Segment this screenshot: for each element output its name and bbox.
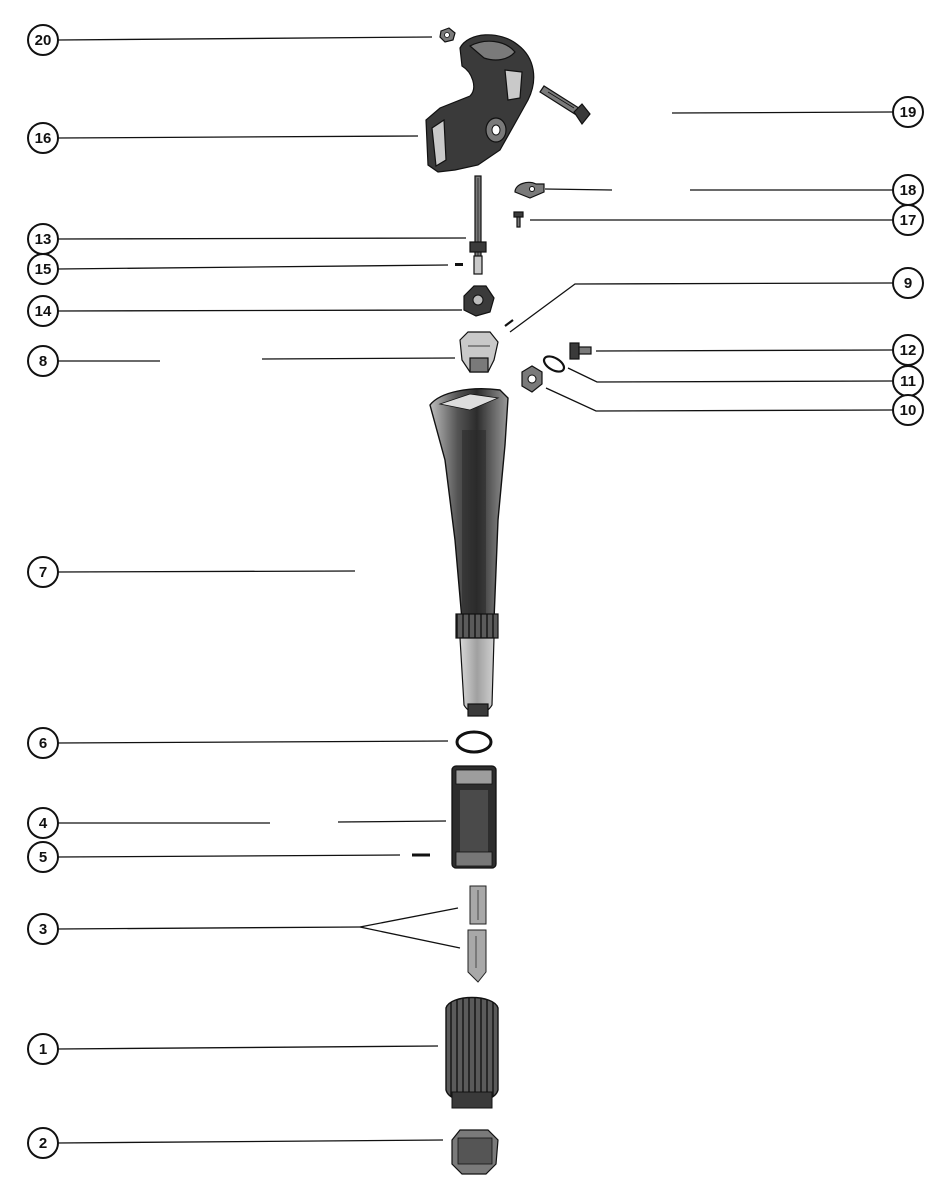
callout-5: 5 xyxy=(27,841,59,873)
callout-13: 13 xyxy=(27,223,59,255)
leader-4b xyxy=(337,820,447,823)
part-10-nut xyxy=(521,365,543,393)
svg-text:13: 13 xyxy=(35,231,52,248)
part-9-pin xyxy=(504,319,514,327)
svg-text:10: 10 xyxy=(900,402,917,419)
callout-15: 15 xyxy=(27,253,59,285)
callout-8: 8 xyxy=(27,345,59,377)
leader-10 xyxy=(545,387,894,412)
part-8-bushing xyxy=(459,331,499,373)
callout-12: 12 xyxy=(892,334,924,366)
callout-16: 16 xyxy=(27,122,59,154)
leader-2 xyxy=(57,1139,444,1144)
callout-7: 7 xyxy=(27,556,59,588)
part-18-clip xyxy=(514,181,545,199)
svg-text:5: 5 xyxy=(39,849,47,866)
part-3-pins xyxy=(467,885,487,983)
part-4-sleeve xyxy=(451,765,497,869)
leader-3 xyxy=(57,926,361,930)
svg-text:15: 15 xyxy=(35,261,52,278)
svg-text:19: 19 xyxy=(900,104,917,121)
svg-text:2: 2 xyxy=(39,1135,47,1152)
leader-13 xyxy=(57,237,467,240)
svg-text:16: 16 xyxy=(35,130,52,147)
callout-19: 19 xyxy=(892,96,924,128)
leader-12 xyxy=(595,349,894,352)
leader-6 xyxy=(57,740,449,744)
callout-10: 10 xyxy=(892,394,924,426)
callout-17: 17 xyxy=(892,204,924,236)
part-2-cap xyxy=(451,1129,499,1175)
svg-text:14: 14 xyxy=(35,303,52,320)
part-15-pin xyxy=(455,263,463,266)
callout-11: 11 xyxy=(892,365,924,397)
leader-9 xyxy=(509,282,894,333)
callout-4: 4 xyxy=(27,807,59,839)
svg-text:6: 6 xyxy=(39,735,47,752)
svg-text:17: 17 xyxy=(900,212,917,229)
callout-20: 20 xyxy=(27,24,59,56)
callout-18: 18 xyxy=(892,174,924,206)
part-14-gear xyxy=(463,285,495,317)
part-7-tube xyxy=(429,388,509,717)
parts xyxy=(425,27,592,1175)
leader-5 xyxy=(57,854,401,858)
callout-2: 2 xyxy=(27,1127,59,1159)
part-1-grip xyxy=(445,996,499,1109)
leader-8b xyxy=(261,357,456,360)
callout-9: 9 xyxy=(892,267,924,299)
svg-text:11: 11 xyxy=(900,373,916,390)
callout-1: 1 xyxy=(27,1033,59,1065)
leader-15 xyxy=(57,264,449,270)
leader-1 xyxy=(57,1045,439,1050)
leader-7 xyxy=(57,570,356,573)
part-20-nut xyxy=(439,27,456,43)
svg-text:18: 18 xyxy=(900,182,917,199)
callout-6: 6 xyxy=(27,727,59,759)
part-13-rod xyxy=(469,175,487,275)
part-12-screw xyxy=(569,342,592,360)
leader-3-lower xyxy=(359,926,461,949)
svg-text:8: 8 xyxy=(39,353,47,370)
svg-text:3: 3 xyxy=(39,921,47,938)
svg-text:7: 7 xyxy=(39,564,47,581)
part-6-ring xyxy=(455,730,493,754)
leader-20 xyxy=(57,36,433,41)
svg-text:4: 4 xyxy=(39,815,48,832)
leader-14 xyxy=(57,309,463,312)
svg-text:12: 12 xyxy=(900,342,917,359)
leader-18a xyxy=(544,188,613,191)
leader-11 xyxy=(567,367,894,383)
svg-text:9: 9 xyxy=(904,275,912,292)
part-17-screw xyxy=(513,211,524,228)
leader-3-upper xyxy=(359,907,459,928)
svg-text:1: 1 xyxy=(39,1041,47,1058)
leader-lines xyxy=(57,36,894,1144)
callout-3: 3 xyxy=(27,913,59,945)
part-16-housing xyxy=(425,34,535,173)
leader-16 xyxy=(57,135,419,139)
part-11-washer xyxy=(542,355,566,373)
part-19-bolt xyxy=(539,85,591,126)
leader-19 xyxy=(671,111,894,114)
callout-14: 14 xyxy=(27,295,59,327)
svg-text:20: 20 xyxy=(35,32,52,49)
